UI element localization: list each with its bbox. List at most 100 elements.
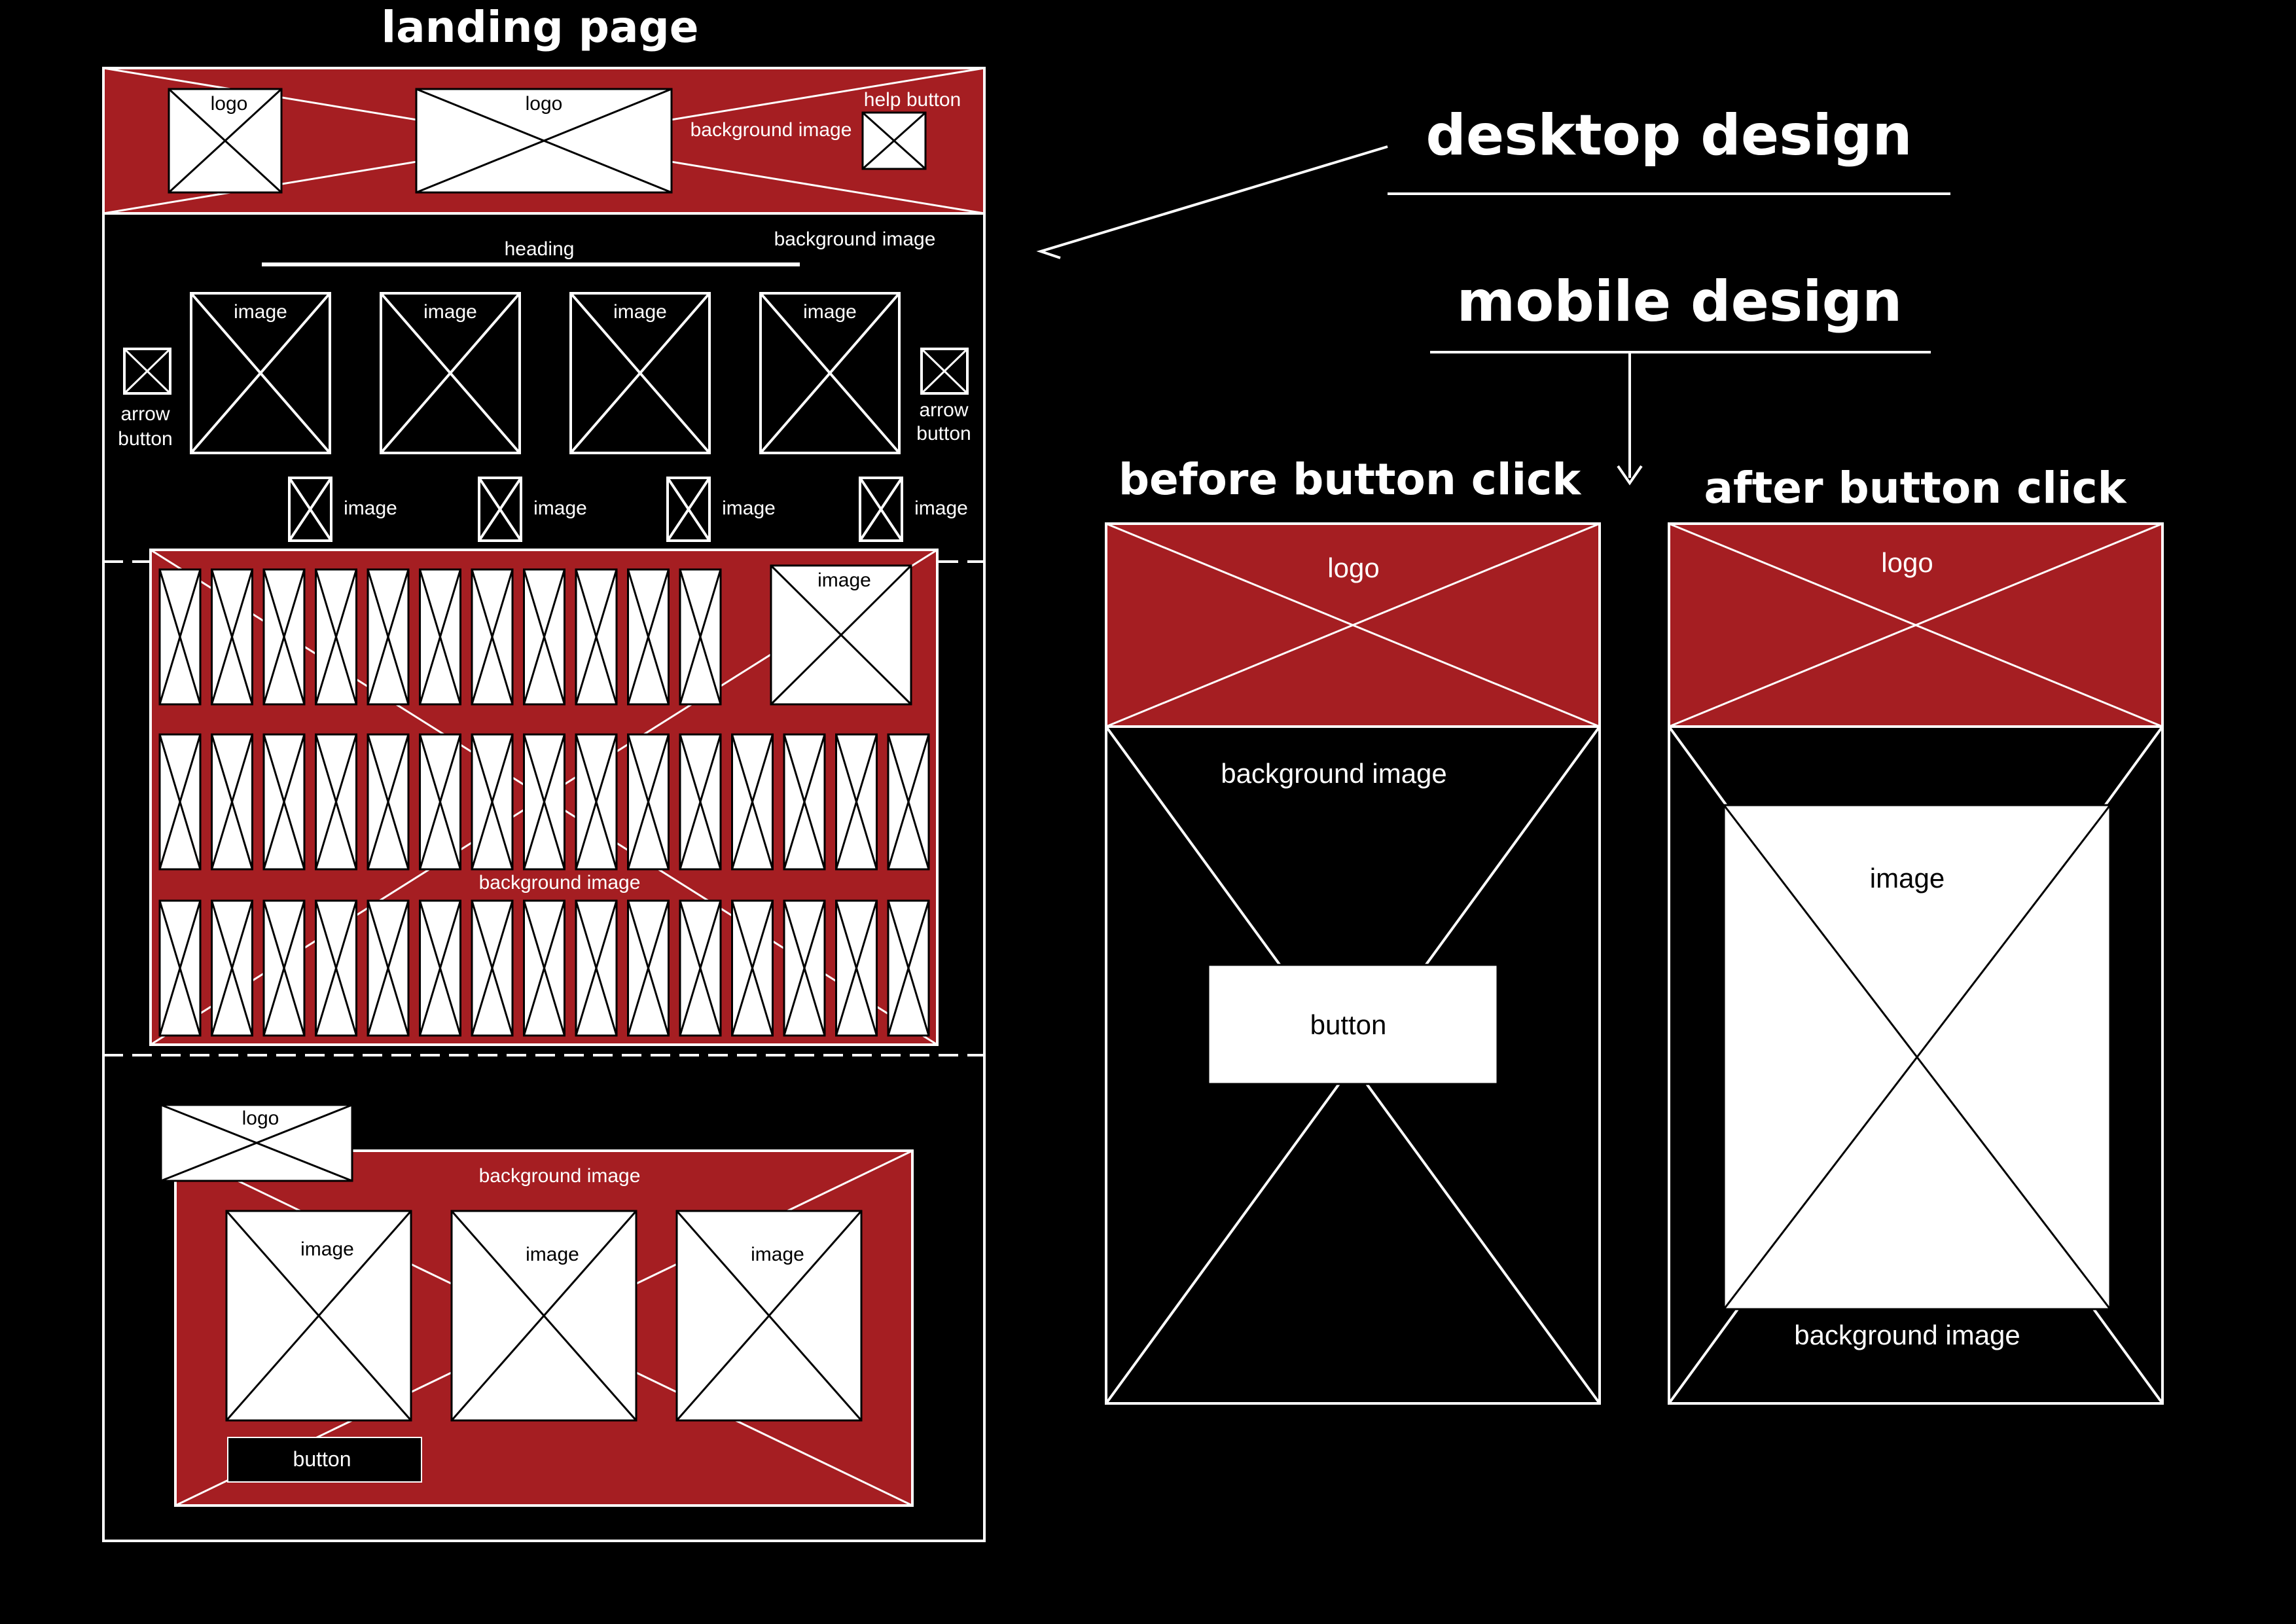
footer-image[interactable]: image [675, 1210, 863, 1422]
header-logo-wide-label: logo [526, 93, 563, 115]
gallery-image-label: image [423, 301, 477, 323]
grid-tile[interactable] [419, 733, 461, 871]
grid-tile[interactable] [262, 899, 306, 1037]
arrow-button-right-label-1: arrow [919, 399, 968, 421]
after-click-title: after button click [1704, 463, 2127, 513]
help-button[interactable]: help button [861, 89, 961, 170]
header-background-label: background image [691, 119, 852, 141]
footer-image[interactable]: image [225, 1210, 412, 1422]
desktop-design-arrow [1036, 145, 1388, 259]
grid-tile[interactable] [262, 733, 306, 871]
grid-tile[interactable] [315, 568, 357, 706]
grid-tile[interactable] [211, 899, 253, 1037]
grid-tile[interactable] [783, 899, 826, 1037]
grid-tile[interactable] [315, 899, 357, 1037]
mobile-after-image-label: image [1870, 863, 1945, 893]
grid-tile[interactable] [471, 568, 514, 706]
grid-tile[interactable] [367, 899, 410, 1037]
grid-tile[interactable] [731, 899, 774, 1037]
landing-page-title: landing page [381, 2, 698, 52]
grid-tile[interactable] [419, 899, 461, 1037]
header-logo-wide[interactable]: logo [415, 88, 673, 194]
mobile-after-image[interactable]: image [1723, 804, 2111, 1310]
grid-tile[interactable] [262, 568, 306, 706]
grid-tile[interactable] [575, 568, 618, 706]
desktop-wireframe: logo logo background image help button b… [102, 67, 986, 1542]
grid-tile[interactable] [419, 568, 461, 706]
mobile-after-background-label: background image [1794, 1320, 2020, 1350]
grid-tile[interactable] [471, 899, 514, 1037]
gallery-thumb[interactable] [859, 477, 903, 542]
gallery-image[interactable]: image [190, 292, 331, 454]
footer-background-label: background image [479, 1165, 641, 1187]
gallery-heading: heading [505, 238, 575, 260]
desktop-design-title: desktop design [1426, 103, 1912, 168]
grid-tiles [158, 568, 930, 1037]
footer-logo-label: logo [242, 1108, 279, 1129]
grid-tile[interactable] [158, 899, 202, 1037]
footer-image-label: image [751, 1244, 804, 1265]
gallery-thumb[interactable] [288, 477, 332, 542]
gallery-image-label: image [234, 301, 287, 323]
gallery-thumb-label: image [344, 497, 397, 519]
grid-tile[interactable] [627, 733, 670, 871]
gallery-image[interactable]: image [569, 292, 711, 454]
grid-tile[interactable] [158, 568, 202, 706]
desktop-design-label: desktop design [1036, 103, 1950, 259]
footer-logo[interactable]: logo [160, 1104, 353, 1182]
arrow-button-left[interactable]: arrow button [118, 348, 173, 450]
footer-image-label: image [526, 1244, 579, 1265]
grid-tile[interactable] [523, 899, 565, 1037]
arrow-button-left-label-1: arrow [120, 403, 170, 425]
footer-image[interactable]: image [450, 1210, 637, 1422]
desktop-footer-section: background image logo image image image bu… [160, 1104, 914, 1507]
grid-tile[interactable] [523, 568, 565, 706]
grid-tile[interactable] [679, 899, 722, 1037]
gallery-thumb[interactable] [666, 477, 711, 542]
arrow-button-right-label-2: button [916, 423, 971, 444]
desktop-gallery-section: background image heading arrow button ar… [118, 228, 971, 542]
mobile-after-wireframe: logo image background image [1668, 522, 2164, 1405]
grid-tile[interactable] [887, 899, 930, 1037]
grid-tile[interactable] [887, 733, 930, 871]
help-button-label: help button [864, 89, 961, 111]
grid-tile[interactable] [367, 568, 410, 706]
grid-tile[interactable] [471, 733, 514, 871]
grid-tile[interactable] [627, 568, 670, 706]
grid-tile[interactable] [783, 733, 826, 871]
grid-tile[interactable] [679, 733, 722, 871]
grid-tile[interactable] [575, 899, 618, 1037]
mobile-design-label: mobile design [1430, 269, 1931, 486]
gallery-image[interactable]: image [380, 292, 521, 454]
gallery-thumb[interactable] [478, 477, 522, 542]
grid-tile[interactable] [523, 733, 565, 871]
grid-feature-image-label: image [817, 569, 871, 591]
gallery-images: image image image image [190, 292, 901, 454]
footer-button[interactable]: button [227, 1437, 422, 1483]
grid-background-label: background image [479, 872, 641, 893]
grid-tile[interactable] [835, 733, 878, 871]
mobile-before-button[interactable]: button [1207, 964, 1499, 1085]
grid-tile[interactable] [731, 733, 774, 871]
grid-tile[interactable] [627, 899, 670, 1037]
arrow-button-right[interactable]: arrow button [916, 348, 971, 444]
gallery-thumb-label: image [533, 497, 587, 519]
grid-tile[interactable] [367, 733, 410, 871]
grid-tile[interactable] [835, 899, 878, 1037]
mobile-before-logo-label: logo [1327, 552, 1379, 583]
desktop-grid-section: background image image [149, 549, 939, 1046]
mobile-before-wireframe: logo background image button [1105, 522, 1601, 1405]
grid-tile[interactable] [211, 568, 253, 706]
grid-tile[interactable] [575, 733, 618, 871]
footer-button-label: button [293, 1447, 351, 1471]
grid-tile[interactable] [211, 733, 253, 871]
header-logo-small[interactable]: logo [168, 88, 283, 194]
grid-tile[interactable] [315, 733, 357, 871]
gallery-thumb-label: image [722, 497, 776, 519]
mobile-design-title: mobile design [1457, 269, 1903, 334]
grid-tile[interactable] [158, 733, 202, 871]
gallery-image[interactable]: image [759, 292, 901, 454]
grid-feature-image[interactable]: image [770, 564, 912, 706]
mobile-before-button-label: button [1310, 1009, 1387, 1040]
grid-tile[interactable] [679, 568, 722, 706]
